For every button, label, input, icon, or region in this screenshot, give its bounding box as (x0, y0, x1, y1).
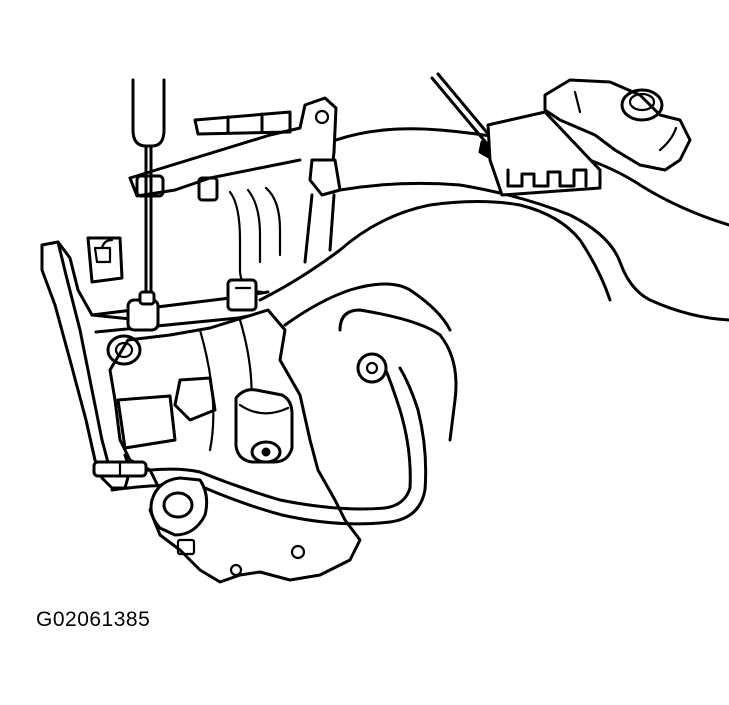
sensor-bracket (430, 72, 602, 197)
manifold-body (106, 308, 362, 584)
throttle-body (543, 78, 692, 172)
hose-bundle (228, 186, 282, 294)
engine-component-diagram (40, 72, 729, 584)
linkage-rod (303, 193, 336, 264)
lower-flange (149, 476, 306, 577)
link-bolt (92, 460, 148, 478)
figure-id-label: G02061385 (36, 608, 151, 631)
throttle-linkage-bracket (128, 96, 342, 202)
fuel-injector (234, 388, 294, 464)
